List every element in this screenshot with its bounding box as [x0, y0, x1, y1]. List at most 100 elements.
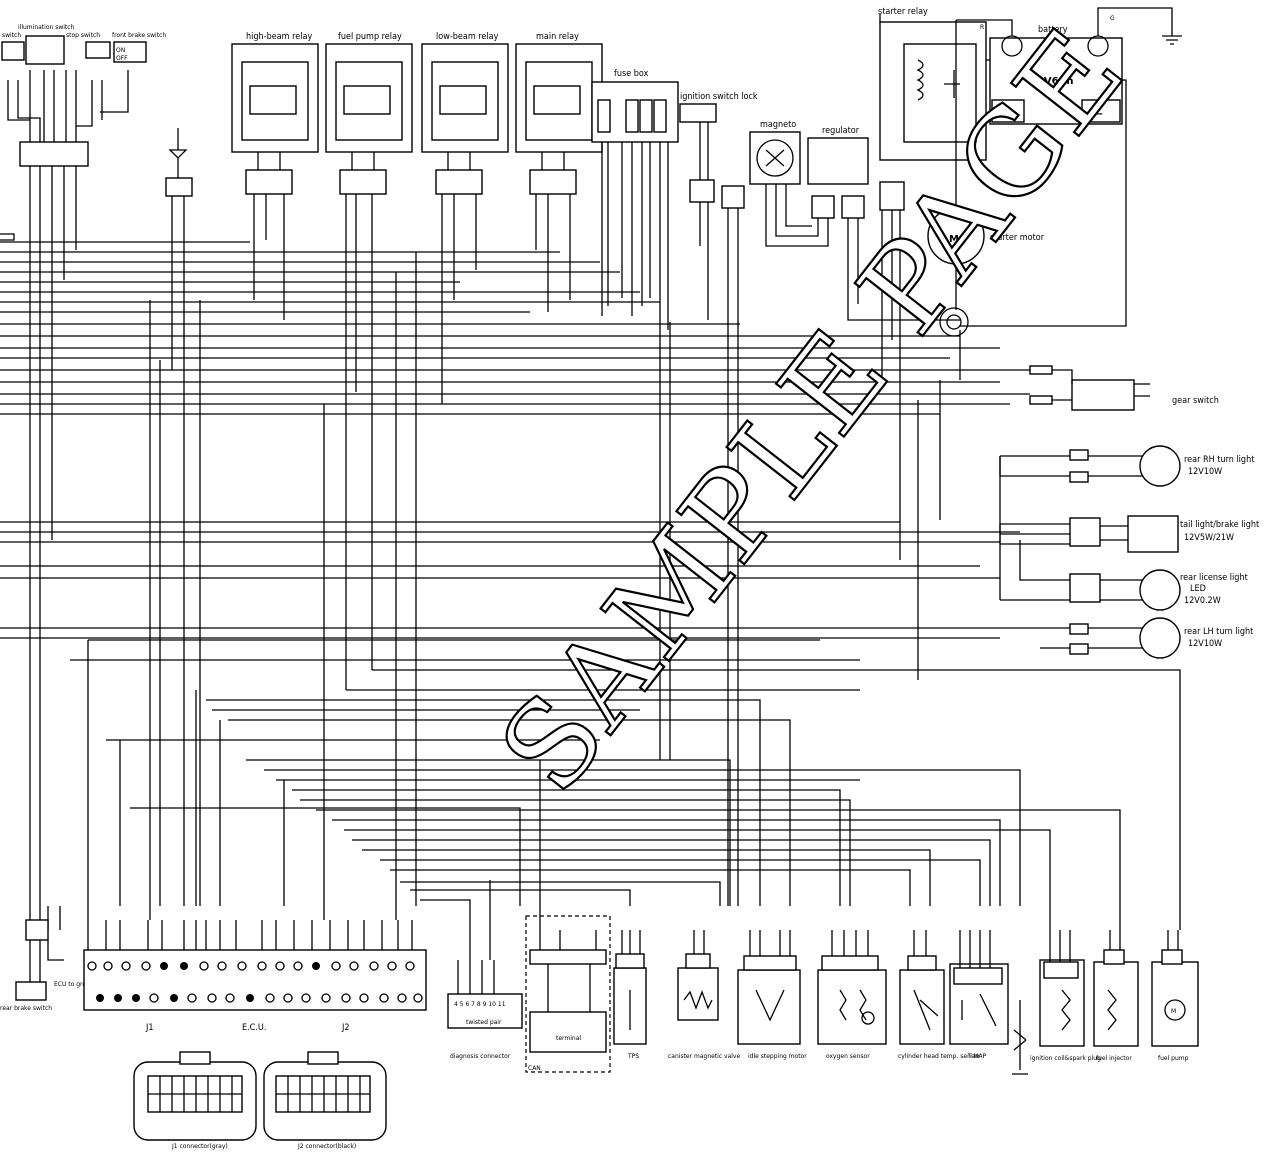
can-terminal: terminal CAN — [525, 915, 611, 1073]
diagnosis-pins: 4 5 6 7 8 9 10 11 — [454, 1001, 506, 1008]
rear-lh-turn-light: rear LH turn light 12V10W — [1040, 617, 1253, 659]
battery-minus: − — [1095, 109, 1103, 120]
rear-rh-turn-rating: 12V10W — [1188, 467, 1222, 477]
gear-switch: gear switch — [1029, 365, 1219, 411]
fuse-box: fuse box — [591, 69, 679, 330]
battery-label: battery — [1038, 25, 1068, 35]
harness-vertical — [87, 222, 961, 920]
stop-switch-label: stop switch — [66, 32, 100, 39]
fuel-injector: fuel injector — [1093, 930, 1139, 1062]
tps: TPS — [613, 930, 647, 1060]
battery-r-wire: R — [980, 24, 984, 31]
ecu-to-ground-label: ECU to ground — [54, 981, 98, 988]
relay-1 — [231, 43, 319, 222]
cylinder-head-temp-sensor: cylinder head temp. sensor — [898, 930, 981, 1060]
rear-lh-turn-rating: 12V10W — [1188, 639, 1222, 649]
canister-valve-label: canister magnetic valve — [668, 1053, 740, 1060]
tail-light: tail light/brake light 12V5W/21W — [1000, 515, 1259, 553]
harness-horizontal — [0, 233, 1040, 639]
off-label: OFF — [116, 55, 128, 62]
battery-plus: + — [1003, 109, 1011, 120]
switch-grid-d — [113, 41, 147, 63]
diagnosis-connector: 4 5 6 7 8 9 10 11 twisted pair diagnosis… — [447, 960, 523, 1060]
j2-connector: J2 connector(black) — [263, 1051, 387, 1150]
main-relay-label: main relay — [536, 32, 579, 42]
relay-4 — [515, 43, 603, 222]
rear-lh-turn-label: rear LH turn light — [1184, 627, 1253, 637]
relay-2 — [325, 43, 413, 404]
starter-motor: M starter motor — [927, 160, 1045, 337]
license-light-label: rear license light — [1180, 573, 1248, 583]
ecu-pins — [87, 961, 423, 1003]
cylinder-head-temp-label: cylinder head temp. sensor — [898, 1053, 981, 1060]
front-brake-switch-label: front brake switch — [112, 32, 166, 39]
rear-brake-switch: ECU to ground rear brake switch — [0, 919, 98, 1012]
starter-relay: starter relay — [878, 7, 987, 380]
switch-grid-b — [25, 35, 65, 65]
gear-switch-label: gear switch — [1172, 396, 1219, 406]
ignition-coil: ignition coil&spark plug — [1012, 930, 1101, 1075]
t-map-label: T-MAP — [967, 1053, 987, 1060]
oxygen-sensor-label: oxygen sensor — [826, 1053, 870, 1060]
license-light: rear license light LED 12V0.2W — [1000, 540, 1248, 611]
diagnosis-label: diagnosis connector — [450, 1053, 511, 1060]
high-beam-relay-label: high-beam relay — [246, 32, 312, 42]
starter-motor-symbol: M — [949, 234, 959, 245]
starter-motor-label: starter motor — [990, 233, 1045, 243]
switch-grid-a — [1, 41, 25, 61]
switch-wires — [7, 70, 129, 142]
idle-stepping-motor-label: idle stepping motor — [748, 1053, 807, 1060]
battery-g-wire: G — [1110, 15, 1115, 22]
illumination-switch-label: illumination switch — [18, 24, 75, 31]
ignition-lock: ignition switch lock — [679, 92, 758, 320]
rear-rh-turn-light: rear RH turn light 12V10W — [999, 445, 1254, 600]
fuel-pump-label: fuel pump — [1158, 1055, 1189, 1062]
canister-valve: canister magnetic valve — [668, 930, 740, 1060]
relays: high-beam relay fuel pump relay low-beam… — [231, 32, 603, 404]
idle-stepping-motor: idle stepping motor — [737, 930, 807, 1060]
ignition-switch-lock-label: ignition switch lock — [680, 92, 758, 102]
t-map: T-MAP — [949, 930, 1009, 1060]
starter-relay-label: starter relay — [878, 7, 928, 17]
can-label: CAN — [528, 1065, 541, 1072]
tail-light-rating: 12V5W/21W — [1184, 533, 1234, 543]
twisted-pair-label: twisted pair — [466, 1019, 502, 1026]
license-light-sub: LED — [1190, 584, 1206, 594]
ecu: J1 E.C.U. J2 — [83, 920, 427, 1033]
tps-label: TPS — [627, 1053, 639, 1060]
rear-rh-turn-label: rear RH turn light — [1184, 455, 1254, 465]
diode — [168, 128, 188, 178]
left-multi-connector — [19, 141, 89, 167]
regulator-label: regulator — [822, 126, 860, 136]
fuel-pump-symbol: M — [1171, 1008, 1176, 1015]
tail-light-label: tail light/brake light — [1180, 520, 1259, 530]
ignition-coil-label: ignition coil&spark plug — [1030, 1055, 1101, 1062]
fuel-pump-relay-label: fuel pump relay — [338, 32, 402, 42]
switch-label: switch — [2, 32, 21, 39]
fuse-box-label: fuse box — [614, 69, 649, 79]
low-beam-relay-label: low-beam relay — [436, 32, 499, 42]
ecu-j1-label: J1 — [145, 1023, 154, 1033]
j1-connector: J1 connector(gray) — [133, 1051, 257, 1150]
left-vertical-bus — [29, 166, 77, 920]
can-sub-label: terminal — [556, 1035, 581, 1042]
license-light-rating: 12V0.2W — [1184, 596, 1221, 606]
oxygen-sensor: oxygen sensor — [817, 930, 887, 1060]
battery-rating: 12V6Ah — [1030, 76, 1073, 87]
j1-connector-label: J1 connector(gray) — [171, 1143, 228, 1150]
diode-wires — [171, 196, 185, 906]
j2-connector-label: J2 connector(black) — [297, 1143, 356, 1150]
on-label: ON — [116, 47, 125, 54]
switch-grid-c — [85, 41, 111, 59]
top-left-switches: switch illumination switch stop switch f… — [1, 24, 166, 920]
magneto-label: magneto — [760, 120, 796, 130]
regulator: regulator — [765, 126, 960, 321]
fuel-pump: M fuel pump — [1151, 930, 1199, 1062]
relay-3 — [421, 43, 509, 222]
rear-brake-switch-label: rear brake switch — [0, 1005, 52, 1012]
ecu-j2-label: J2 — [341, 1023, 350, 1033]
ecu-label: E.C.U. — [242, 1023, 266, 1033]
battery: battery 12V6Ah + − R G — [879, 7, 1182, 327]
